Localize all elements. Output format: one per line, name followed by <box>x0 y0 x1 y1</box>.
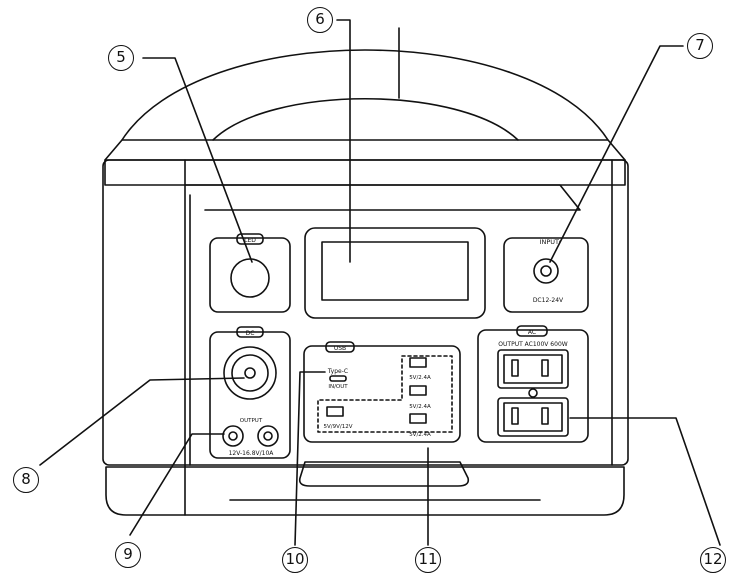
usb-a-1 <box>409 357 427 368</box>
callout-11: 11 <box>415 547 441 573</box>
ac-socket-1-in <box>503 354 563 384</box>
callout-9: 9 <box>115 542 141 568</box>
base-slot <box>298 461 470 487</box>
body-outer <box>102 159 629 466</box>
dc-input-inner <box>540 265 552 277</box>
dc-out-2 <box>257 425 279 447</box>
dc-button-dot <box>244 367 256 379</box>
dc-out-1-inner <box>228 431 238 441</box>
dc-button-outer <box>223 346 277 400</box>
ac-socket-2-in <box>503 402 563 432</box>
type-c-io-label: IN/OUT <box>328 384 348 390</box>
dc-input-label: DC12-24V <box>533 297 564 304</box>
usb-a-group <box>317 355 453 433</box>
usb-a-3 <box>409 413 427 424</box>
callout-7: 7 <box>687 33 713 59</box>
ac-slot-2b <box>541 407 549 425</box>
leader-8 <box>39 377 245 466</box>
ac-tab <box>516 325 548 337</box>
leader-9 <box>129 433 225 536</box>
leader-10 <box>294 371 326 546</box>
handle-outer <box>121 49 609 141</box>
dc-button-inner <box>231 354 269 392</box>
input-label: INPUT: <box>540 238 561 246</box>
usb-label: USB <box>334 345 346 352</box>
ac-screw <box>528 388 538 398</box>
ac-slot-2a <box>511 407 519 425</box>
callout-5: 5 <box>108 45 134 71</box>
base <box>105 466 625 516</box>
dc-output-rating: 12V-16.8V/10A <box>229 450 275 457</box>
ac-button-label: AC <box>528 329 536 336</box>
lid <box>104 139 626 161</box>
dc-input-outer <box>533 258 559 284</box>
led-panel <box>209 237 291 313</box>
usb-a-3-label: 5V/2.4A <box>409 432 431 438</box>
callout-6: 6 <box>307 7 333 33</box>
usb-qc-label: 5V/9V/12V <box>324 424 353 430</box>
dc-tab <box>236 326 264 338</box>
leader-5 <box>142 57 253 263</box>
leader-12 <box>569 417 721 546</box>
lid-front <box>104 159 626 186</box>
leader-7 <box>549 45 684 263</box>
callout-10: 10 <box>282 547 308 573</box>
led-label: LED <box>244 237 256 244</box>
dc-out-1 <box>222 425 244 447</box>
led-button <box>230 258 270 298</box>
usb-qc <box>326 406 344 417</box>
handle-inner <box>212 98 519 141</box>
dc-output-label: OUTPUT <box>240 418 263 424</box>
callout-8: 8 <box>13 467 39 493</box>
dc-panel <box>209 331 291 459</box>
usb-a-2 <box>409 385 427 396</box>
ac-panel <box>477 329 589 443</box>
input-panel <box>503 237 589 313</box>
ac-socket-1 <box>497 349 569 389</box>
lid-shadow <box>184 184 581 211</box>
callout-12: 12 <box>700 547 726 573</box>
ac-slot-1a <box>511 359 519 377</box>
ac-slot-1b <box>541 359 549 377</box>
type-c-label: Type-C <box>327 368 348 375</box>
type-c-port <box>329 375 347 382</box>
usb-a-2-label: 5V/2.4A <box>409 404 431 410</box>
dc-button-label: DC <box>246 330 255 337</box>
led-tab <box>236 233 264 245</box>
dc-out-2-inner <box>263 431 273 441</box>
ac-socket-2 <box>497 397 569 437</box>
display-frame <box>304 227 486 319</box>
usb-tab <box>325 341 355 353</box>
leader-6 <box>336 19 351 263</box>
usb-a-1-label: 5V/2.4A <box>409 375 431 381</box>
usb-panel <box>303 345 461 443</box>
ac-output-label: OUTPUT AC100V 600W <box>498 341 567 348</box>
display-screen <box>321 241 469 301</box>
